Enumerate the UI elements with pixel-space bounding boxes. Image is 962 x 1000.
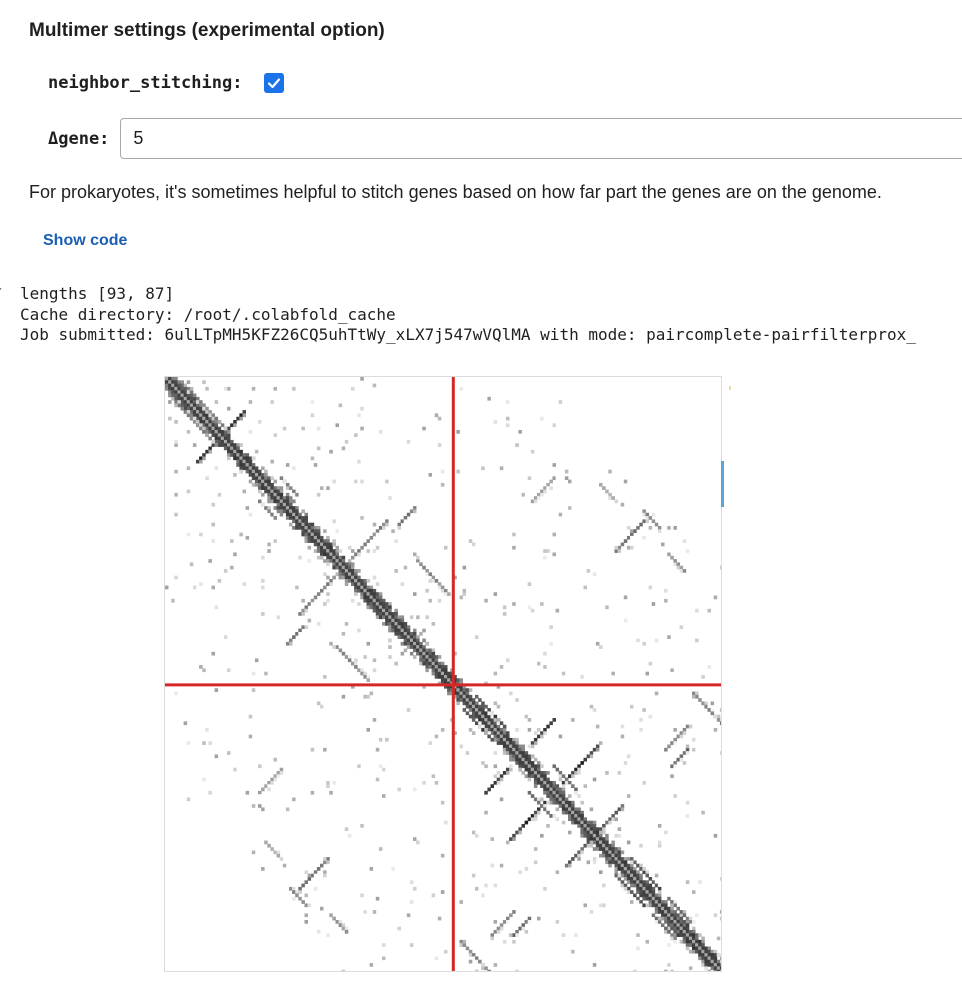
output-arrow-icon: ✓ [0,284,2,300]
marker-icon [729,386,731,390]
dgene-input[interactable] [120,118,962,159]
dgene-label: Δgene: [48,128,110,149]
contact-map-svg [165,377,721,971]
contact-map-plot [164,376,722,972]
neighbor-stitching-label: neighbor_stitching: [48,73,243,93]
dgene-row: Δgene: [48,117,962,160]
output-line: lengths [93, 87] [20,284,175,303]
output-line: Cache directory: /root/.colabfold_cache [20,304,396,324]
neighbor-stitching-checkbox[interactable] [264,73,285,93]
output-line: Job submitted: 6ulLTpMH5KFZ26CQ5uhTtWy_x… [20,325,916,344]
scrollbar-thumb[interactable] [721,461,724,507]
param-description: For prokaryotes, it's sometimes helpful … [29,182,882,202]
section-title: Multimer settings (experimental option) [29,20,385,41]
neighbor-stitching-row: neighbor_stitching: [48,68,285,98]
checkmark-icon [268,78,281,89]
cell-output: lengths [93, 87]Cache directory: /root/.… [20,284,916,346]
show-code-link[interactable]: Show code [43,232,128,249]
